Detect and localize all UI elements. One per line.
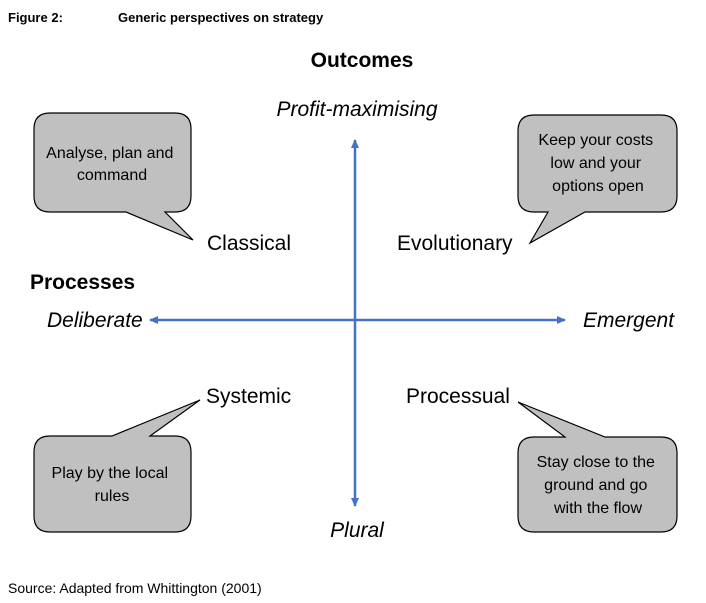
callout-processual bbox=[517, 401, 678, 533]
processes-title: Processes bbox=[30, 271, 135, 294]
figure-label: Figure 2: bbox=[8, 10, 63, 25]
quadrant-evolutionary: Evolutionary bbox=[397, 232, 513, 255]
callout-classical bbox=[33, 112, 194, 241]
callout-evolutionary-text: Keep your costs low and your options ope… bbox=[538, 132, 657, 195]
axis-right-label: Emergent bbox=[583, 309, 675, 332]
axis-top-label: Profit-maximising bbox=[276, 98, 437, 121]
callout-processual-text: Stay close to the ground and go with the… bbox=[537, 454, 660, 517]
axis-left-label: Deliberate bbox=[47, 309, 143, 332]
callout-systemic-text: Play by the local rules bbox=[52, 465, 173, 505]
quadrant-processual: Processual bbox=[406, 385, 510, 408]
axis-bottom-label: Plural bbox=[330, 519, 385, 542]
callout-evolutionary bbox=[517, 114, 678, 245]
outcomes-title: Outcomes bbox=[311, 49, 414, 72]
quadrant-systemic: Systemic bbox=[206, 385, 291, 408]
callout-classical-text: Analyse, plan and command bbox=[46, 145, 178, 184]
quadrant-classical: Classical bbox=[207, 232, 291, 255]
figure-title: Generic perspectives on strategy bbox=[118, 10, 324, 25]
callout-systemic bbox=[33, 399, 201, 533]
source-note: Source: Adapted from Whittington (2001) bbox=[8, 580, 262, 596]
